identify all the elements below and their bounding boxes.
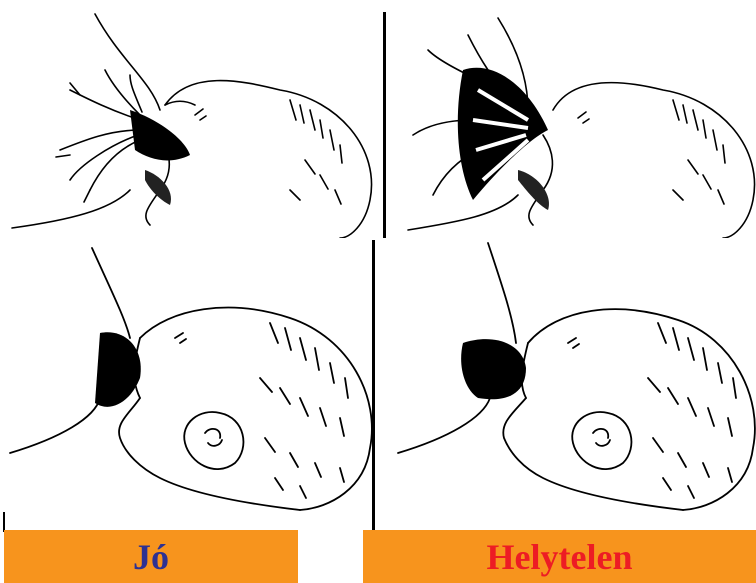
correct-latch-exterior-drawing — [0, 238, 378, 530]
incorrect-latch-cross-section-drawing — [378, 0, 756, 238]
bad-label-bar: Helytelen — [363, 530, 756, 583]
bad-label: Helytelen — [487, 536, 633, 578]
good-label: Jó — [133, 536, 169, 578]
incorrect-latch-exterior-drawing — [378, 238, 756, 530]
vertical-divider-top — [383, 12, 386, 238]
correct-latch-exterior — [0, 238, 378, 530]
incorrect-latch-cross-section — [378, 0, 756, 238]
incorrect-latch-exterior — [378, 238, 756, 530]
correct-latch-cross-section — [0, 0, 378, 238]
left-edge-line — [3, 512, 5, 532]
good-label-bar: Jó — [4, 530, 298, 583]
vertical-divider-bottom — [372, 240, 375, 530]
correct-latch-cross-section-drawing — [0, 0, 378, 238]
